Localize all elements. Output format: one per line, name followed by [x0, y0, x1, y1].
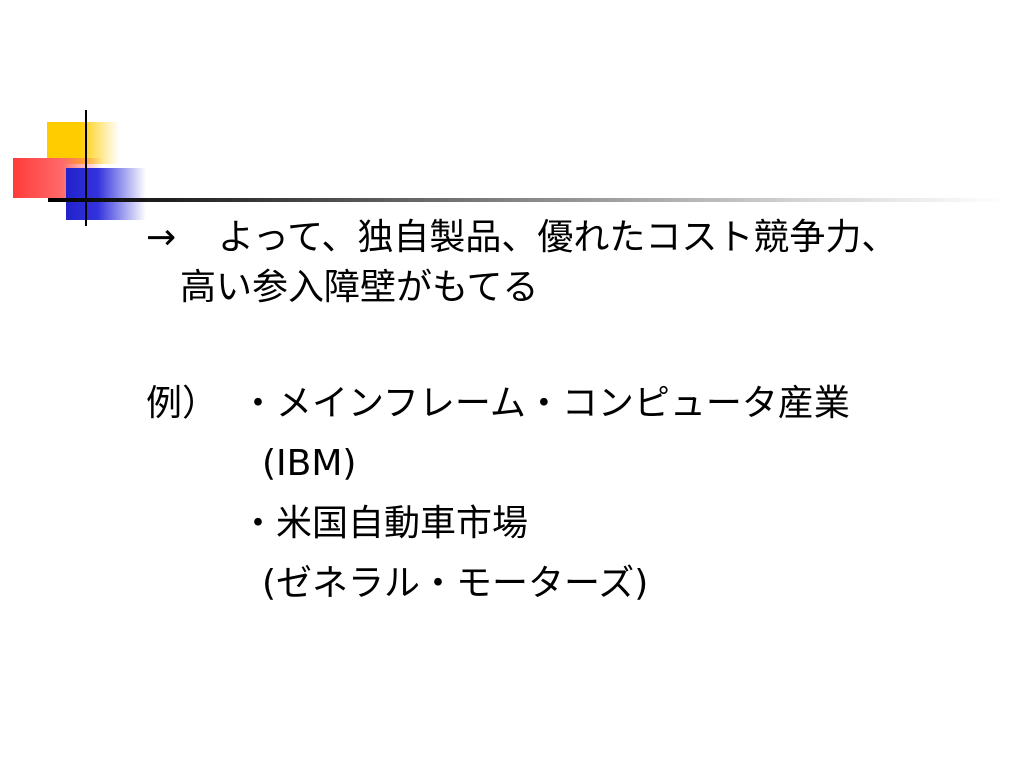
title-divider [48, 198, 1008, 202]
example-company-ibm: (IBM) [262, 443, 357, 484]
conclusion-line-2: 高い参入障壁がもてる [180, 267, 539, 308]
example-item-mainframe: ・メインフレーム・コンピュータ産業 [240, 383, 850, 424]
blue-square-decoration [66, 168, 146, 220]
example-company-gm: (ゼネラル・モーターズ) [262, 563, 649, 604]
yellow-square-decoration [47, 122, 119, 164]
example-item-auto-market: ・米国自動車市場 [240, 503, 529, 544]
example-label: 例） [146, 383, 219, 424]
vertical-rule [85, 110, 87, 226]
arrow-icon: → [146, 217, 177, 258]
conclusion-line-1: よって、独自製品、優れたコスト競争力、 [218, 217, 898, 258]
